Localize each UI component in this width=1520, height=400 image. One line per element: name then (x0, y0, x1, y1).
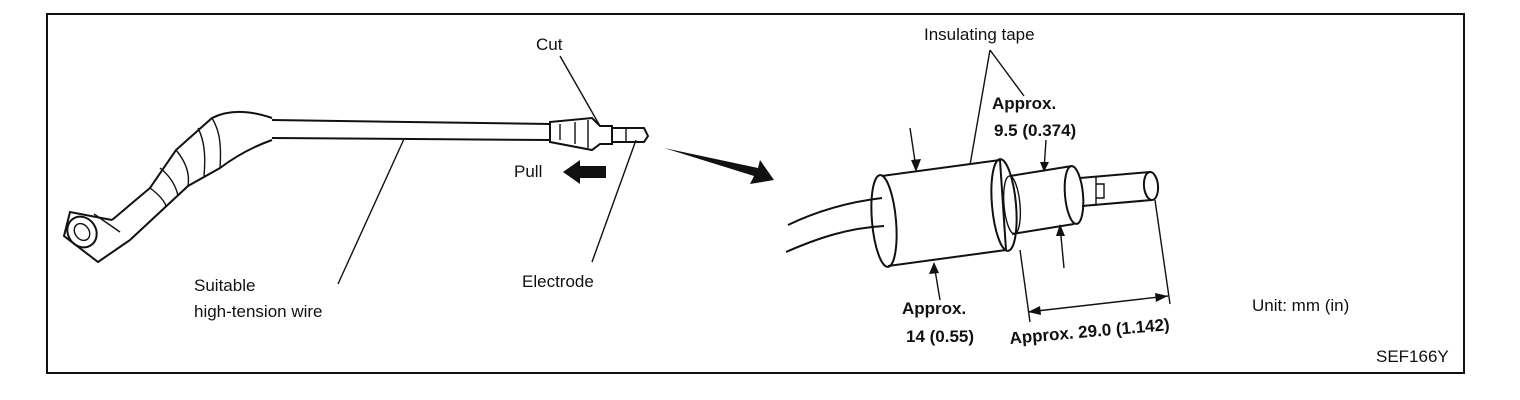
insulating-tape-label: Insulating tape (924, 25, 1035, 44)
insulating-tape-leader-right (989, 49, 1025, 97)
large-dia-bottom-arrowhead-icon (929, 262, 939, 274)
length-dimension-line (1027, 295, 1169, 313)
length-extension-right (1154, 199, 1171, 305)
small-dia-top-arrowhead-icon (1040, 162, 1049, 172)
electrode-leader (591, 139, 637, 263)
high-tension-wire-drawing (62, 111, 650, 264)
length-left-arrowhead-icon (1028, 306, 1041, 315)
electrode-detail-drawing (785, 158, 1160, 268)
cut-leader (559, 55, 601, 127)
approx-small-dia-label-line1: Approx. (992, 94, 1056, 113)
cut-label: Cut (536, 35, 563, 54)
unit-label: Unit: mm (in) (1252, 296, 1349, 315)
detail-pointer-arrow-icon (664, 148, 774, 184)
pull-arrow-icon (563, 160, 606, 184)
wire-label-line1: Suitable (194, 276, 255, 295)
small-dia-bottom-arrowhead-icon (1056, 224, 1065, 236)
wire-leader (337, 138, 405, 285)
approx-large-dia-label-line1: Approx. (902, 299, 966, 318)
pull-label: Pull (514, 162, 542, 181)
wire-label-line2: high-tension wire (194, 302, 323, 321)
length-extension-left (1019, 249, 1031, 323)
electrode-label: Electrode (522, 272, 594, 291)
figure-code: SEF166Y (1376, 347, 1449, 366)
approx-small-dia-label-line2: 9.5 (0.374) (994, 121, 1076, 140)
length-right-arrowhead-icon (1155, 293, 1168, 302)
diagram-frame (46, 13, 1465, 374)
approx-length-label: Approx. 29.0 (1.142) (1009, 315, 1171, 348)
approx-large-dia-label-line2: 14 (0.55) (906, 327, 974, 346)
large-dia-top-arrowhead-icon (911, 159, 921, 172)
insulating-tape-leader-left (969, 49, 991, 166)
